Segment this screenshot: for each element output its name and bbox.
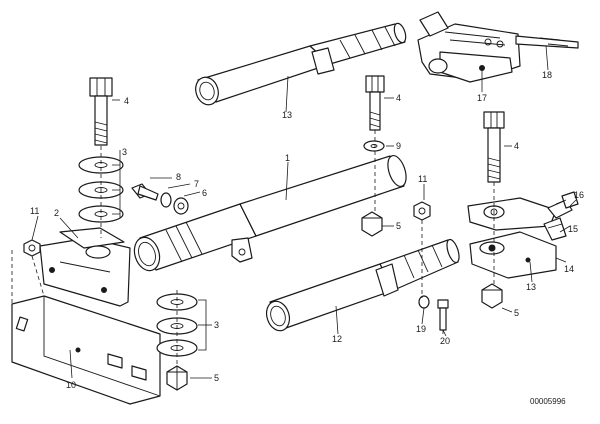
top-tube-13[interactable] <box>192 22 408 108</box>
plate-13[interactable] <box>469 231 557 279</box>
label-4-center: 4 <box>396 93 401 103</box>
label-4-right: 4 <box>514 141 519 151</box>
label-8: 8 <box>176 172 181 182</box>
nut-5-center[interactable] <box>361 211 383 237</box>
label-16: 16 <box>574 190 584 200</box>
label-20: 20 <box>440 336 450 346</box>
lower-tube-12[interactable] <box>263 238 462 334</box>
bracket-2[interactable] <box>39 227 131 307</box>
label-12: 12 <box>332 334 342 344</box>
bolt-20[interactable] <box>437 299 449 331</box>
label-5-lower: 5 <box>214 373 219 383</box>
label-11-left: 11 <box>30 206 39 216</box>
bolt-4-center[interactable] <box>365 75 385 131</box>
label-15: 15 <box>568 224 578 234</box>
nut-11-left[interactable] <box>23 239 41 257</box>
bolt-16[interactable] <box>555 191 579 209</box>
nut-11-right[interactable] <box>413 201 431 221</box>
label-1: 1 <box>285 153 290 163</box>
label-13-top: 13 <box>282 110 292 120</box>
label-3-lower: 3 <box>214 320 219 330</box>
part-number-labels: 4 3 8 7 6 1 2 11 3 5 10 13 4 9 5 17 18 4… <box>30 70 584 390</box>
label-4-left: 4 <box>124 96 129 106</box>
leader-lines <box>31 45 577 379</box>
label-19: 19 <box>416 324 426 334</box>
washers-3-left[interactable] <box>78 156 124 223</box>
bolt-8[interactable] <box>131 183 159 201</box>
diagram-reference-number: 00005996 <box>530 397 566 406</box>
label-9: 9 <box>396 141 401 151</box>
label-18: 18 <box>542 70 552 80</box>
label-13-right: 13 <box>526 282 536 292</box>
label-3-left: 3 <box>122 147 127 157</box>
label-5-center: 5 <box>396 221 401 231</box>
label-11-right: 11 <box>418 174 427 184</box>
label-17: 17 <box>477 93 487 103</box>
nut-5-lower[interactable] <box>166 365 188 391</box>
strap-18[interactable] <box>515 35 579 49</box>
stud-15[interactable] <box>543 217 567 241</box>
label-5-right: 5 <box>514 308 519 318</box>
upper-bracket-17[interactable] <box>417 11 521 83</box>
label-10: 10 <box>66 380 76 390</box>
label-6: 6 <box>202 188 207 198</box>
label-14: 14 <box>564 264 574 274</box>
washer-19[interactable] <box>418 295 430 309</box>
label-7: 7 <box>194 179 199 189</box>
main-tube-1[interactable] <box>130 153 409 274</box>
nut-6[interactable] <box>173 197 189 215</box>
washer-7[interactable] <box>160 192 172 208</box>
washer-9[interactable] <box>363 140 385 152</box>
bolt-4-right[interactable] <box>483 111 505 183</box>
alignment-lines <box>11 130 495 366</box>
plate-10[interactable] <box>11 295 161 405</box>
bolt-4-left[interactable] <box>89 77 113 146</box>
nut-5-right[interactable] <box>481 283 503 309</box>
label-2: 2 <box>54 208 59 218</box>
